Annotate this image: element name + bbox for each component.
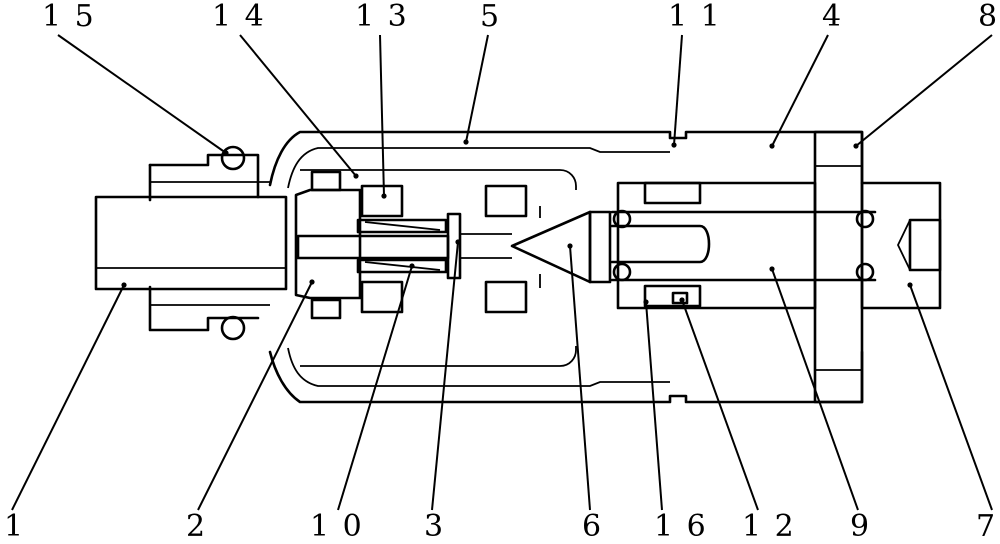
outer-housing — [268, 130, 864, 404]
callout-7: 7 — [976, 509, 997, 544]
adjusting-screw — [860, 181, 942, 310]
spring-10 — [356, 218, 448, 274]
callout-3: 3 — [424, 509, 445, 544]
callout-labels: 1 5 1 4 1 3 5 1 1 4 8 1 2 1 0 3 6 1 6 1 … — [4, 0, 999, 544]
stem-pin — [296, 212, 512, 280]
o-ring-top — [220, 145, 246, 171]
callout-4: 4 — [822, 0, 843, 34]
callout-2: 2 — [186, 509, 207, 544]
callout-14: 1 4 — [212, 0, 266, 34]
inlet-fitting — [94, 153, 288, 332]
poppet-cone — [510, 206, 612, 288]
callout-13: 1 3 — [355, 0, 409, 34]
seat-blocks — [360, 184, 528, 314]
callout-12: 1 2 — [742, 509, 796, 544]
callout-9: 9 — [850, 509, 871, 544]
leader-dots — [121, 139, 913, 305]
callout-6: 6 — [582, 509, 603, 544]
leader-lines — [11, 34, 993, 511]
guide-sleeve — [616, 181, 817, 310]
callout-15: 1 5 — [42, 0, 96, 34]
callout-11: 1 1 — [668, 0, 722, 34]
callout-16: 1 6 — [654, 509, 708, 544]
spring-9 — [610, 209, 877, 282]
callout-5: 5 — [480, 0, 501, 34]
callout-8: 8 — [978, 0, 999, 34]
end-nut — [813, 130, 864, 404]
valve-body — [294, 170, 362, 320]
o-ring-bottom — [220, 315, 246, 341]
callout-10: 1 0 — [310, 509, 364, 544]
callout-1: 1 — [4, 509, 25, 544]
